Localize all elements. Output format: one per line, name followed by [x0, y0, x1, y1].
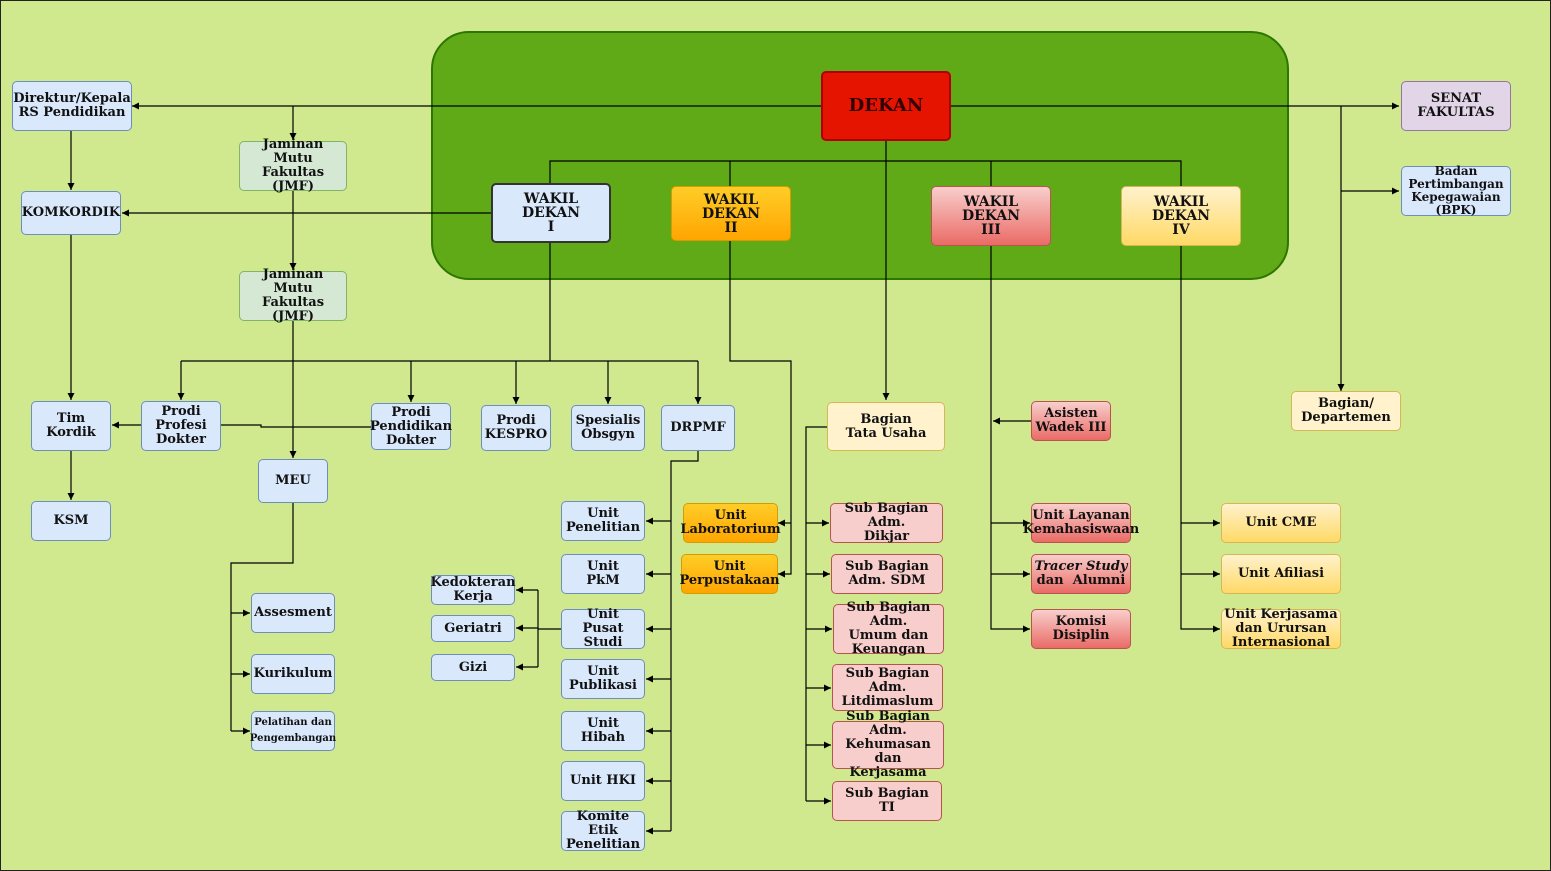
- unit-afiliasi-box: Unit Afiliasi: [1221, 554, 1341, 594]
- sub-bagian-litdimaslum-box: Sub Bagian Adm. Litdimaslum: [832, 664, 943, 711]
- direktur-rs-box: Direktur/Kepala RS Pendidikan: [12, 81, 132, 131]
- unit-pusat-studi-box: Unit Pusat Studi: [561, 608, 645, 650]
- sub-bagian-dikjar-box: Sub Bagian Adm. Dikjar: [830, 502, 943, 544]
- tracer-alumni-label: dan Alumni: [1036, 573, 1126, 588]
- unit-publikasi-box: Unit Publikasi: [561, 659, 645, 699]
- tracer-study-label: Tracer Study: [1034, 559, 1128, 574]
- ksm-box: KSM: [31, 501, 111, 541]
- prodi-profesi-dokter-box: Prodi Profesi Dokter: [141, 401, 221, 451]
- bpk-box: Badan Pertimbangan Kepegawaian (BPK): [1401, 165, 1511, 217]
- drpmf-box: DRPMF: [661, 405, 735, 451]
- unit-layanan-kemahasiswaan-box: Unit Layanan Kemahasiswaan: [1023, 503, 1139, 543]
- pelatihan-box: Pelatihan dan Pengembangan: [250, 711, 336, 751]
- komkordik-box: KOMKORDIK: [21, 191, 121, 235]
- geriatri-box: Geriatri: [431, 615, 515, 642]
- asisten-wadek-box: Asisten Wadek III: [1031, 401, 1111, 441]
- unit-perpustakaan-box: Unit Perpustakaan: [679, 554, 780, 594]
- prodi-kespro-box: Prodi KESPRO: [481, 405, 551, 451]
- unit-penelitian-box: Unit Penelitian: [561, 501, 645, 541]
- sub-bagian-umum-keuangan-box: Sub Bagian Adm. Umum dan Keuangan: [833, 601, 944, 657]
- sub-bagian-sdm-box: Sub Bagian Adm. SDM: [831, 554, 943, 594]
- wakil-dekan-2-box: WAKIL DEKAN II: [671, 186, 791, 241]
- tim-kordik-box: Tim Kordik: [31, 401, 111, 451]
- bagian-departemen-box: Bagian/ Departemen: [1291, 391, 1401, 431]
- komisi-disiplin-box: Komisi Disiplin: [1031, 609, 1131, 649]
- sub-bagian-ti-box: Sub Bagian TI: [832, 781, 942, 821]
- unit-kerjasama-box: Unit Kerjasama dan Urursan Internasional: [1221, 608, 1341, 650]
- wakil-dekan-1-box: WAKIL DEKAN I: [491, 183, 611, 243]
- unit-cme-box: Unit CME: [1221, 503, 1341, 543]
- meu-box: MEU: [258, 459, 328, 503]
- dekan-box: DEKAN: [821, 71, 951, 141]
- prodi-pendidikan-dokter-box: Prodi Pendidikan Dokter: [370, 403, 452, 450]
- jmf-box-2: Jaminan Mutu Fakultas (JMF): [239, 268, 347, 324]
- wakil-dekan-4-box: WAKIL DEKAN IV: [1121, 186, 1241, 246]
- unit-hibah-box: Unit Hibah: [561, 711, 645, 751]
- komite-etik-box: Komite Etik Penelitian: [561, 810, 645, 852]
- senat-fakultas-box: SENAT FAKULTAS: [1401, 81, 1511, 131]
- unit-laboratorium-box: Unit Laboratorium: [680, 503, 781, 543]
- kurikulum-box: Kurikulum: [251, 654, 335, 694]
- unit-pkm-box: Unit PkM: [561, 554, 645, 594]
- gizi-box: Gizi: [431, 654, 515, 681]
- spesialis-obsgyn-box: Spesialis Obsgyn: [571, 405, 645, 451]
- tracer-study-box: Tracer Study dan Alumni: [1031, 554, 1131, 594]
- kedokteran-kerja-box: Kedokteran Kerja: [430, 575, 516, 605]
- jmf-box-1: Jaminan Mutu Fakultas (JMF): [239, 138, 347, 194]
- bagian-tata-usaha-box: Bagian Tata Usaha: [827, 402, 945, 451]
- unit-hki-box: Unit HKI: [561, 761, 645, 801]
- assesment-box: Assesment: [251, 593, 335, 633]
- wakil-dekan-3-box: WAKIL DEKAN III: [931, 186, 1051, 246]
- sub-bagian-kehumasan-box: Sub Bagian Adm. Kehumasan dan Kerjasama: [832, 710, 944, 780]
